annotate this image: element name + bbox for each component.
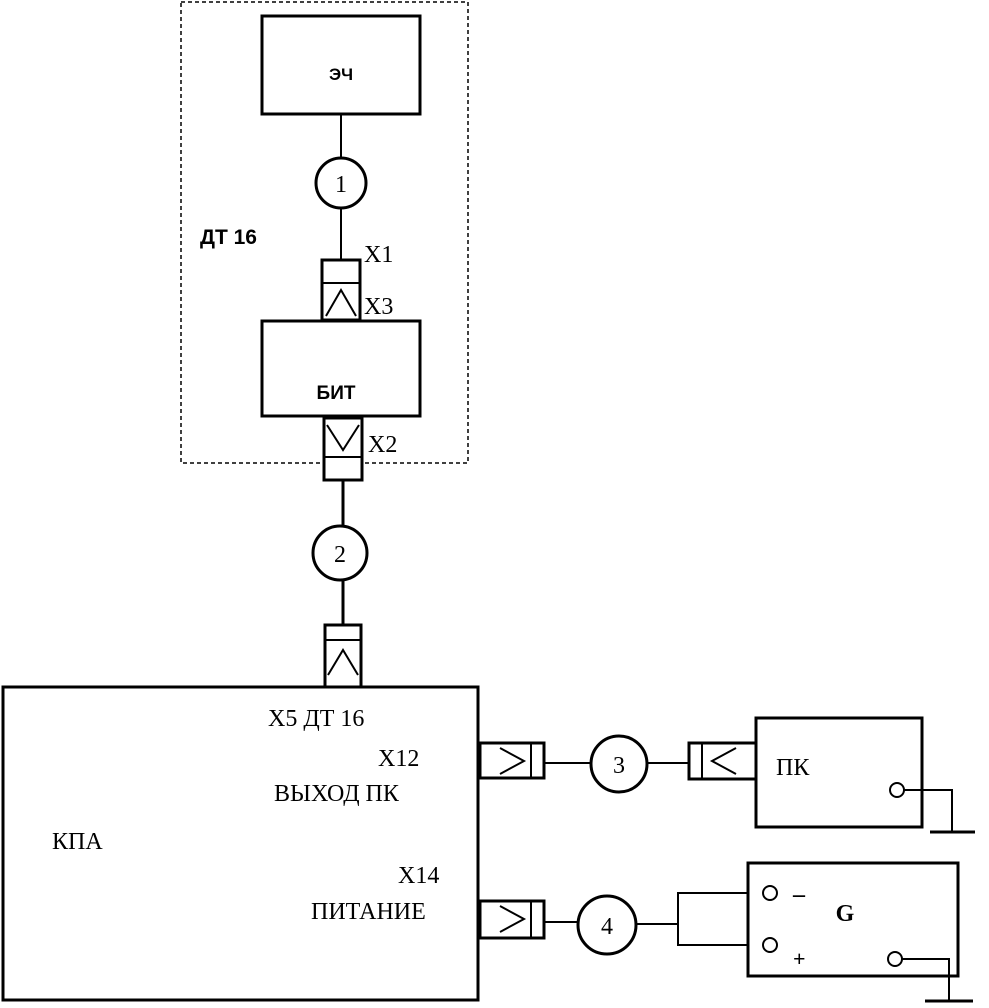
g-minus-terminal	[762, 885, 778, 901]
ech-label: ЭЧ	[329, 65, 353, 84]
cable-2-label: 2	[334, 542, 346, 568]
x14-chevron	[499, 905, 527, 933]
kpa-label: КПА	[52, 829, 103, 855]
pk-connector	[687, 741, 758, 781]
x5-label: X5 ДТ 16	[268, 706, 364, 732]
x2-label: X2	[368, 432, 397, 458]
g-label: G	[836, 901, 855, 927]
wire-to-g-minus	[677, 892, 763, 924]
pk-connector-chevron	[709, 747, 737, 775]
x12-label: X12	[378, 746, 419, 772]
x12-connector	[478, 741, 546, 780]
x12-description: ВЫХОД ПК	[274, 781, 400, 807]
wire-to-g-plus	[677, 924, 763, 946]
cable-4-label: 4	[601, 914, 613, 940]
x14-connector	[478, 899, 546, 940]
bit-label: БИТ	[317, 383, 356, 404]
x14-description: ПИТАНИЕ	[311, 899, 426, 925]
pk-block	[754, 716, 924, 829]
ech-block	[260, 14, 422, 116]
cable-2-marker	[311, 524, 369, 582]
g-ground-wire	[902, 958, 950, 1001]
pk-ground-wire	[904, 789, 953, 832]
x2-chevron	[326, 424, 360, 452]
x3-label: X3	[364, 294, 393, 320]
cable-3-label: 3	[613, 753, 625, 779]
x12-chevron	[499, 747, 527, 775]
g-block	[746, 861, 960, 978]
g-plus-terminal	[762, 937, 778, 953]
g-minus-sign: –	[792, 882, 806, 908]
g-plus-sign: +	[793, 946, 806, 971]
dt16-group-label: ДТ 16	[200, 226, 257, 249]
pk-label: ПК	[776, 755, 810, 781]
bit-block	[260, 319, 422, 418]
x14-label: X14	[398, 863, 439, 889]
x1-x3-chevron	[325, 287, 357, 317]
x5-connector	[323, 623, 363, 689]
kpa-block	[1, 685, 480, 1002]
x5-chevron	[327, 648, 359, 676]
cable-1-label: 1	[335, 172, 347, 198]
x1-label: X1	[364, 242, 393, 268]
